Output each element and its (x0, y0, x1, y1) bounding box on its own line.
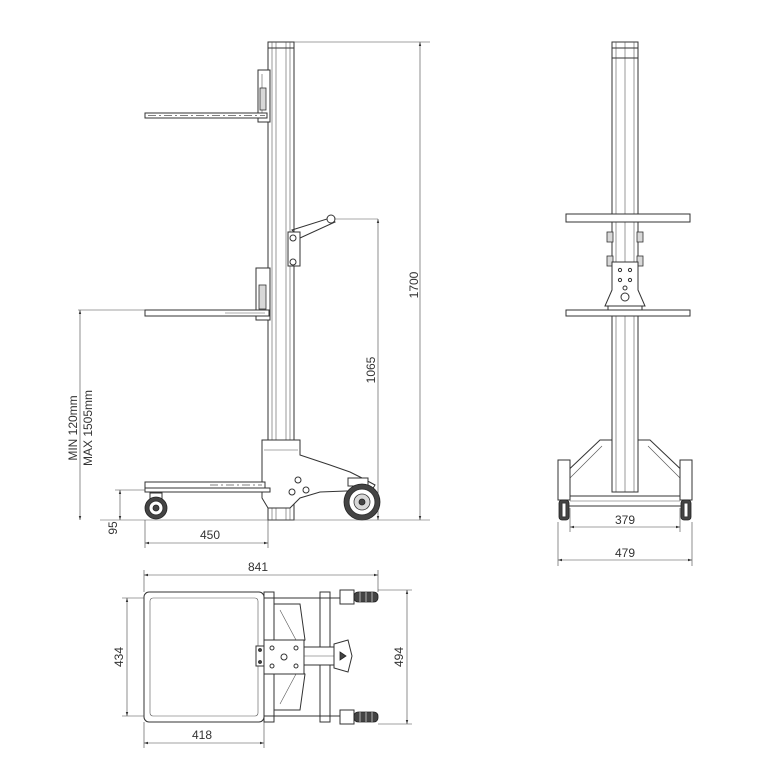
dim-418: 418 (192, 728, 212, 742)
front-left-wheel (558, 499, 570, 521)
top-dimensions (122, 570, 412, 748)
dim-95: 95 (106, 521, 120, 535)
dim-min: MIN 120mm (66, 395, 80, 460)
front-dimensions (557, 508, 693, 566)
front-top-platform (565, 213, 691, 223)
front-lower-platform (565, 309, 691, 317)
top-platform (143, 591, 265, 723)
dim-479: 479 (615, 546, 635, 560)
dim-max: MAX 1505mm (81, 390, 95, 466)
dim-1065: 1065 (364, 356, 378, 383)
dim-1700: 1700 (407, 271, 421, 298)
side-top-platform (144, 112, 268, 119)
dim-841: 841 (248, 560, 268, 574)
side-dimensions (78, 41, 430, 548)
dim-379: 379 (615, 513, 635, 527)
front-carriage (604, 261, 646, 307)
side-front-wheel (144, 492, 168, 520)
side-lower-platform (144, 309, 270, 317)
dim-494: 494 (392, 647, 406, 667)
top-rear-wheel-upper (339, 589, 379, 605)
side-view (100, 41, 430, 521)
dim-434: 434 (112, 647, 126, 667)
top-rear-wheel-lower (339, 709, 379, 725)
dim-450: 450 (200, 528, 220, 542)
front-view (557, 41, 693, 521)
side-rear-wheel (343, 477, 381, 521)
front-right-wheel (680, 499, 692, 521)
top-view (143, 589, 379, 725)
